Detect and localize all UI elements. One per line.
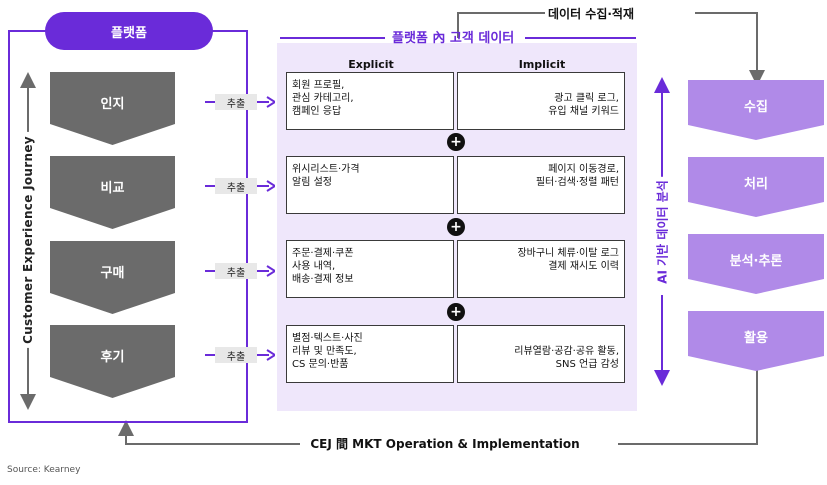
cell-line: 유입 채널 키워드 xyxy=(548,106,619,117)
explicit-cell-comparison: 위시리스트·가격 알림 설정 xyxy=(286,156,454,214)
cell-line: 회원 프로필, xyxy=(292,80,345,91)
implicit-cell-purchase: 장바구니 체류·이탈 로그 결제 재시도 이력 xyxy=(457,240,625,298)
stage-purchase-shape xyxy=(50,241,175,314)
extract-arrow-awareness: 추출 xyxy=(205,94,275,114)
mkt-operation-label: CEJ 間 MKT Operation & Implementation xyxy=(300,435,590,452)
cell-line: 관심 카테고리, xyxy=(292,93,354,104)
cell-line: 리뷰열람·공감·공유 활동, xyxy=(514,346,619,357)
process-collect-label: 수집 xyxy=(744,99,768,115)
explicit-cell-awareness: 회원 프로필, 관심 카테고리, 캠페인 응답 xyxy=(286,72,454,130)
process-handle-label: 처리 xyxy=(744,176,768,192)
process-analyze-label: 분석·추론 xyxy=(729,253,783,269)
cell-line: 캠페인 응답 xyxy=(292,106,342,117)
cell-line: SNS 언급 감성 xyxy=(555,359,619,370)
extract-arrow-review: 추출 xyxy=(205,347,275,367)
cell-line: 배송·결제 정보 xyxy=(292,274,354,285)
stage-comparison: 비교 xyxy=(50,156,175,229)
stage-awareness-shape xyxy=(50,72,175,145)
process-collect: 수집 xyxy=(688,80,824,140)
cell-line: 페이지 이동경로, xyxy=(548,164,619,175)
extract-label: 추출 xyxy=(215,94,257,110)
extract-label: 추출 xyxy=(215,347,257,363)
cell-line: 위시리스트·가격 xyxy=(292,164,360,175)
stage-review-label: 후기 xyxy=(100,349,125,365)
stage-purchase: 구매 xyxy=(50,241,175,314)
cell-line: 필터·검색·정렬 패턴 xyxy=(535,177,619,188)
cell-line: 장바구니 체류·이탈 로그 xyxy=(517,248,619,259)
cell-line: 주문·결제·쿠폰 xyxy=(292,248,354,259)
process-utilize-label: 활용 xyxy=(744,330,768,346)
stage-awareness-label: 인지 xyxy=(100,96,125,112)
plus-icon: + xyxy=(447,218,465,236)
stage-purchase-label: 구매 xyxy=(100,265,125,281)
cell-line: 결제 재시도 이력 xyxy=(548,261,619,272)
cell-line: 사용 내역, xyxy=(292,261,336,272)
cell-line: 알림 설정 xyxy=(292,177,332,188)
data-panel-title: 플랫폼 內 고객 데이터 xyxy=(392,31,515,46)
cell-line: 리뷰 및 만족도, xyxy=(292,346,357,357)
process-collect-shape xyxy=(688,80,824,140)
stage-review: 후기 xyxy=(50,325,175,398)
cell-line: 별점·텍스트·사진 xyxy=(292,333,363,344)
process-handle-shape xyxy=(688,157,824,217)
process-analyze-shape xyxy=(688,234,824,294)
process-utilize: 활용 xyxy=(688,311,824,371)
stage-review-shape xyxy=(50,325,175,398)
ai-analysis-text: AI 기반 데이터 분석 xyxy=(653,177,671,287)
explicit-cell-review: 별점·텍스트·사진 리뷰 및 만족도, CS 문의·반품 xyxy=(286,325,454,383)
column-header-explicit: Explicit xyxy=(348,58,394,71)
plus-icon: + xyxy=(447,133,465,151)
collect-title: 데이터 수집·적재 xyxy=(548,7,635,21)
extract-label: 추출 xyxy=(215,263,257,279)
implicit-cell-review: 리뷰열람·공감·공유 활동, SNS 언급 감성 xyxy=(457,325,625,383)
explicit-cell-purchase: 주문·결제·쿠폰 사용 내역, 배송·결제 정보 xyxy=(286,240,454,298)
cell-line: 광고 클릭 로그, xyxy=(554,93,619,104)
stage-comparison-label: 비교 xyxy=(100,180,125,196)
stage-comparison-shape xyxy=(50,156,175,229)
source-note: Source: Kearney xyxy=(7,465,81,475)
extract-arrow-comparison: 추출 xyxy=(205,178,275,198)
implicit-cell-comparison: 페이지 이동경로, 필터·검색·정렬 패턴 xyxy=(457,156,625,214)
cell-line: CS 문의·반품 xyxy=(292,359,349,370)
stage-awareness: 인지 xyxy=(50,72,175,145)
implicit-cell-awareness: 광고 클릭 로그, 유입 채널 키워드 xyxy=(457,72,625,130)
extract-arrow-purchase: 추출 xyxy=(205,263,275,283)
plus-icon: + xyxy=(447,303,465,321)
platform-badge: 플랫폼 xyxy=(45,12,213,50)
extract-label: 추출 xyxy=(215,178,257,194)
process-handle: 처리 xyxy=(688,157,824,217)
column-header-implicit: Implicit xyxy=(518,58,566,71)
process-analyze: 분석·추론 xyxy=(688,234,824,294)
process-utilize-shape xyxy=(688,311,824,371)
cej-axis-text: Customer Experience Journey xyxy=(21,132,35,348)
